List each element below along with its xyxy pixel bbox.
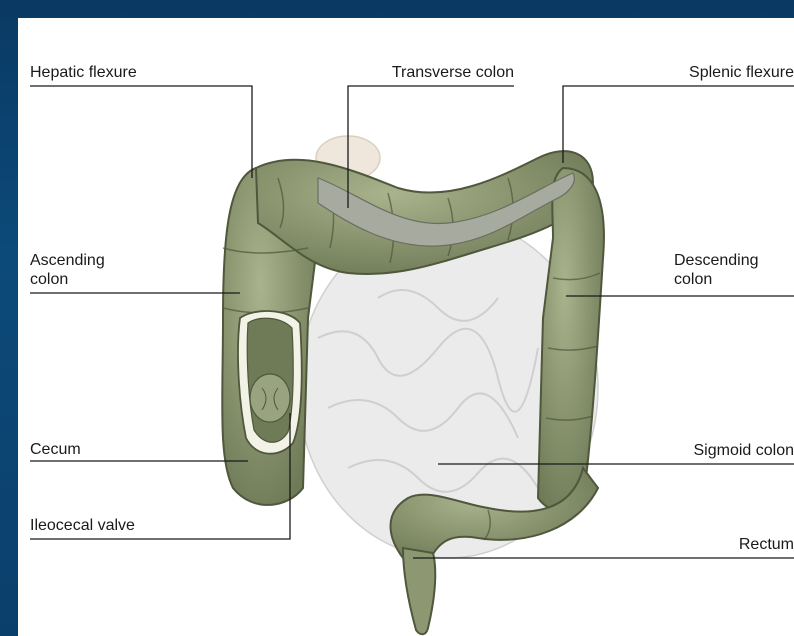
- label-cecum: Cecum: [30, 441, 81, 459]
- label-sigmoid-colon: Sigmoid colon: [694, 442, 794, 460]
- label-ileocecal-valve: Ileocecal valve: [30, 517, 135, 535]
- label-transverse-colon: Transverse colon: [392, 64, 514, 82]
- large-intestine-illustration: [18, 18, 794, 636]
- diagram-panel: Hepatic flexure Transverse colon Splenic…: [18, 18, 794, 636]
- label-descending-colon-line2: colon: [674, 271, 712, 289]
- label-ascending-colon-line2: colon: [30, 271, 68, 289]
- label-hepatic-flexure: Hepatic flexure: [30, 64, 137, 82]
- label-ascending-colon-line1: Ascending: [30, 252, 105, 270]
- label-rectum: Rectum: [739, 536, 794, 554]
- label-descending-colon-line1: Descending: [674, 252, 759, 270]
- label-splenic-flexure: Splenic flexure: [689, 64, 794, 82]
